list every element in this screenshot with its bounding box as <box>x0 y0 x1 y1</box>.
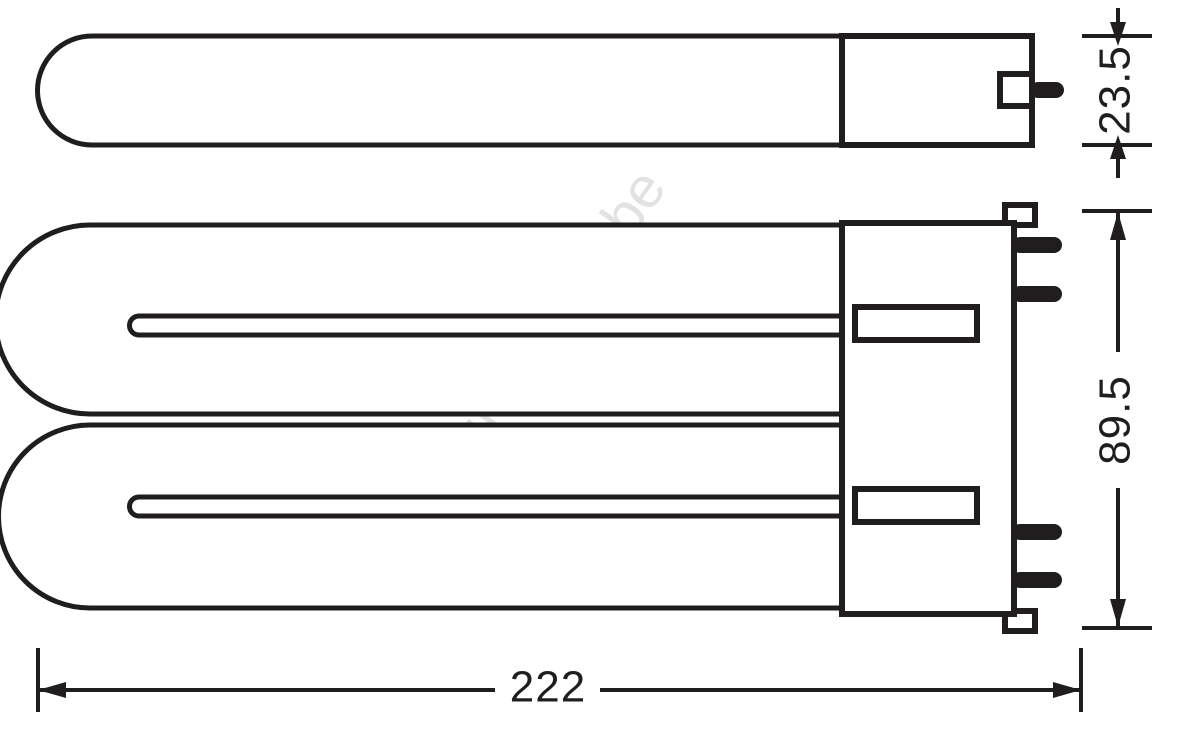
upper-base-group <box>839 33 1064 148</box>
main-base-pin-3 <box>1012 524 1062 540</box>
lower-tube-group <box>0 422 845 611</box>
dimension-222: 222 <box>36 648 1083 712</box>
dimension-89-5: 89.5 <box>1082 209 1152 630</box>
dim-222-arrow-left <box>38 682 66 698</box>
dim-222-arrow-right <box>1053 682 1081 698</box>
dim-23-5-arrow-bottom <box>1110 135 1126 159</box>
upper-base-pin <box>1030 82 1064 98</box>
upper-tube-outline <box>35 33 845 148</box>
main-base-pin-4 <box>1012 572 1062 588</box>
main-base-group <box>839 202 1062 634</box>
dim-89-5-arrow-bottom <box>1110 599 1126 627</box>
dim-89-5-label: 89.5 <box>1091 375 1140 465</box>
upper-base-contact-square <box>997 71 1035 109</box>
dim-222-label: 222 <box>510 663 586 712</box>
main-base-pin-1 <box>1012 237 1062 253</box>
main-base-slot-lower <box>852 486 980 525</box>
main-base-pin-2 <box>1012 286 1062 302</box>
main-base-slot-upper <box>852 304 980 343</box>
lower-tube-inner-divider <box>127 494 845 519</box>
middle-tube-inner-divider <box>127 313 845 338</box>
dim-23-5-label: 23.5 <box>1091 45 1140 135</box>
middle-tube-group <box>0 222 845 417</box>
dim-89-5-arrow-top <box>1110 212 1126 240</box>
upper-tube-group <box>35 33 845 148</box>
middle-tube-outline <box>0 222 845 417</box>
dim-23-5-arrow-top <box>1110 22 1126 46</box>
main-base-body <box>839 220 1017 617</box>
dimension-23-5: 23.5 <box>1082 8 1152 178</box>
